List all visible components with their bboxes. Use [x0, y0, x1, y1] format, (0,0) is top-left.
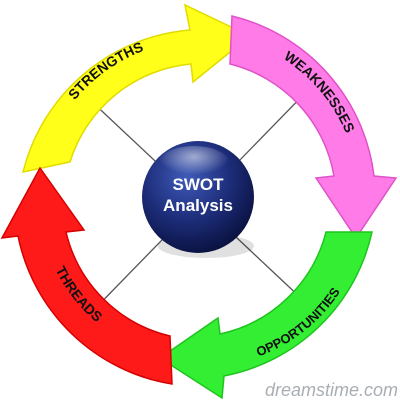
center-title-line1: SWOT	[173, 175, 225, 194]
center-title-line2: Analysis	[163, 196, 233, 215]
watermark: dreamstime.com	[265, 380, 398, 400]
threads-arrow: THREADS	[0, 166, 173, 385]
swot-center-sphere: SWOT Analysis	[142, 141, 254, 258]
weaknesses-arrow: WEAKNESSES	[229, 15, 398, 240]
